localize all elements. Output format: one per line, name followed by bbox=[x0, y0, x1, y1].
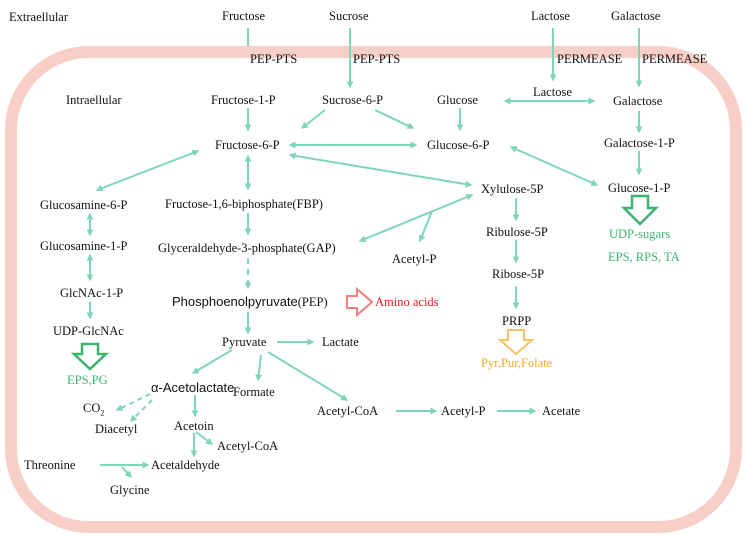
glucosamine-1-p-node: Glucosamine-1-P bbox=[40, 239, 128, 253]
formate-node: Formate bbox=[233, 385, 275, 399]
amino-acids-label: Amino acids bbox=[375, 295, 439, 309]
galactose-1-p-node: Galactose-1-P bbox=[604, 136, 675, 150]
arrow-acetolactate-co2 bbox=[115, 393, 151, 411]
arrow-s6p-f6p bbox=[300, 109, 326, 129]
pep-node: Phosphoenolpyruvate(PEP) bbox=[172, 295, 328, 309]
arrow-s6p-g6p bbox=[374, 109, 415, 129]
galactose-intracellular-node: Galactose bbox=[613, 94, 663, 108]
glucose-node: Glucose bbox=[437, 93, 478, 107]
udp-glcnac-node: UDP-GlcNAc bbox=[53, 324, 124, 338]
acetyl-p-node-1: Acetyl-P bbox=[392, 252, 437, 266]
xylulose-5p-node: Xylulose-5P bbox=[481, 182, 544, 196]
glucosamine-6-p-node: Glucosamine-6-P bbox=[40, 198, 128, 212]
arrow-pyruvate-acetolactate bbox=[191, 349, 233, 374]
intracellular-label: Intraellular bbox=[66, 93, 122, 107]
block-arrow-udp-sugars bbox=[620, 194, 660, 226]
block-arrow-amino-acids bbox=[346, 286, 374, 318]
pep-pts-label-1: PEP-PTS bbox=[250, 52, 298, 66]
pep-name: Phosphoenolpyruvate bbox=[172, 294, 298, 309]
ribulose-5p-node: Ribulose-5P bbox=[486, 225, 548, 239]
arrow-xylulose-acetylp bbox=[418, 210, 433, 243]
arrow-gap-xylulose bbox=[358, 193, 474, 243]
lactose-intracellular-node: Lactose bbox=[533, 85, 572, 99]
fbp-node: Fructose-1,6-biphosphate(FBP) bbox=[165, 197, 323, 211]
eps-rps-ta-label: EPS, RPS, TA bbox=[608, 250, 680, 264]
arrow-g6p-glc1p bbox=[509, 146, 599, 186]
fructose-6-p-node: Fructose-6-P bbox=[215, 138, 280, 152]
co2-text: CO bbox=[83, 401, 101, 415]
cell-membrane bbox=[5, 46, 742, 533]
acetoin-node: Acetoin bbox=[174, 419, 214, 433]
pep-abbreviation: (PEP) bbox=[297, 295, 328, 309]
pyruvate-node: Pyruvate bbox=[222, 335, 267, 349]
udp-sugars-label: UDP-sugars bbox=[609, 227, 671, 241]
acetyl-coa-node-1: Acetyl-CoA bbox=[317, 404, 379, 418]
arrow-f6p-xylulose bbox=[288, 152, 473, 188]
sucrose-6-p-node: Sucrose-6-P bbox=[322, 93, 384, 107]
prpp-node: PRPP bbox=[502, 314, 532, 328]
arrow-f6p-glucosamine6p bbox=[95, 149, 200, 192]
acetate-node: Acetate bbox=[542, 404, 581, 418]
arrow-acetolactate-diacetyl bbox=[130, 399, 153, 422]
acetyl-coa-node-2: Acetyl-CoA bbox=[217, 439, 279, 453]
lactate-node: Lactate bbox=[322, 335, 359, 349]
fructose-label: Fructose bbox=[222, 9, 266, 23]
arrow-pyruvate-formate bbox=[255, 354, 263, 382]
glucose-6-p-node: Glucose-6-P bbox=[427, 138, 490, 152]
sucrose-label: Sucrose bbox=[329, 9, 369, 23]
co2-subscript: 2 bbox=[100, 408, 105, 418]
block-arrow-pyr-pur-folate bbox=[497, 329, 535, 356]
ribose-5p-node: Ribose-5P bbox=[492, 267, 545, 281]
threonine-node: Threonine bbox=[24, 458, 76, 472]
arrow-acetoin-acetylcoa bbox=[195, 431, 214, 445]
galactose-label: Galactose bbox=[611, 9, 661, 23]
permease-label-2: PERMEASE bbox=[642, 52, 708, 66]
eps-pg-label: EPS,PG bbox=[67, 373, 108, 387]
arrow-threonine-glycine bbox=[121, 466, 132, 479]
acetaldehyde-node: Acetaldehyde bbox=[151, 458, 220, 472]
block-arrow-eps-pg bbox=[70, 342, 110, 371]
extracellular-label: Extraellular bbox=[9, 10, 68, 24]
diacetyl-node: Diacetyl bbox=[95, 422, 138, 436]
permease-label-1: PERMEASE bbox=[557, 52, 623, 66]
glucose-1-p-node: Glucose-1-P bbox=[608, 181, 671, 195]
alpha-acetolactate-node: α-Acetolactate bbox=[151, 380, 235, 395]
glycine-node: Glycine bbox=[110, 483, 150, 497]
acetyl-p-node-2: Acetyl-P bbox=[441, 404, 486, 418]
fructose-1-p-node: Fructose-1-P bbox=[211, 93, 276, 107]
arrow-pyruvate-acetylcoa bbox=[267, 351, 349, 401]
gap-node: Glyceraldehyde-3-phosphate(GAP) bbox=[158, 241, 336, 255]
pyr-pur-folate-label: Pyr,Pur,Folate bbox=[481, 356, 553, 370]
co2-node: CO2 bbox=[83, 402, 104, 418]
lactose-label: Lactose bbox=[531, 9, 570, 23]
pep-pts-label-2: PEP-PTS bbox=[353, 52, 401, 66]
glcnac-1-p-node: GlcNAc-1-P bbox=[60, 286, 124, 300]
